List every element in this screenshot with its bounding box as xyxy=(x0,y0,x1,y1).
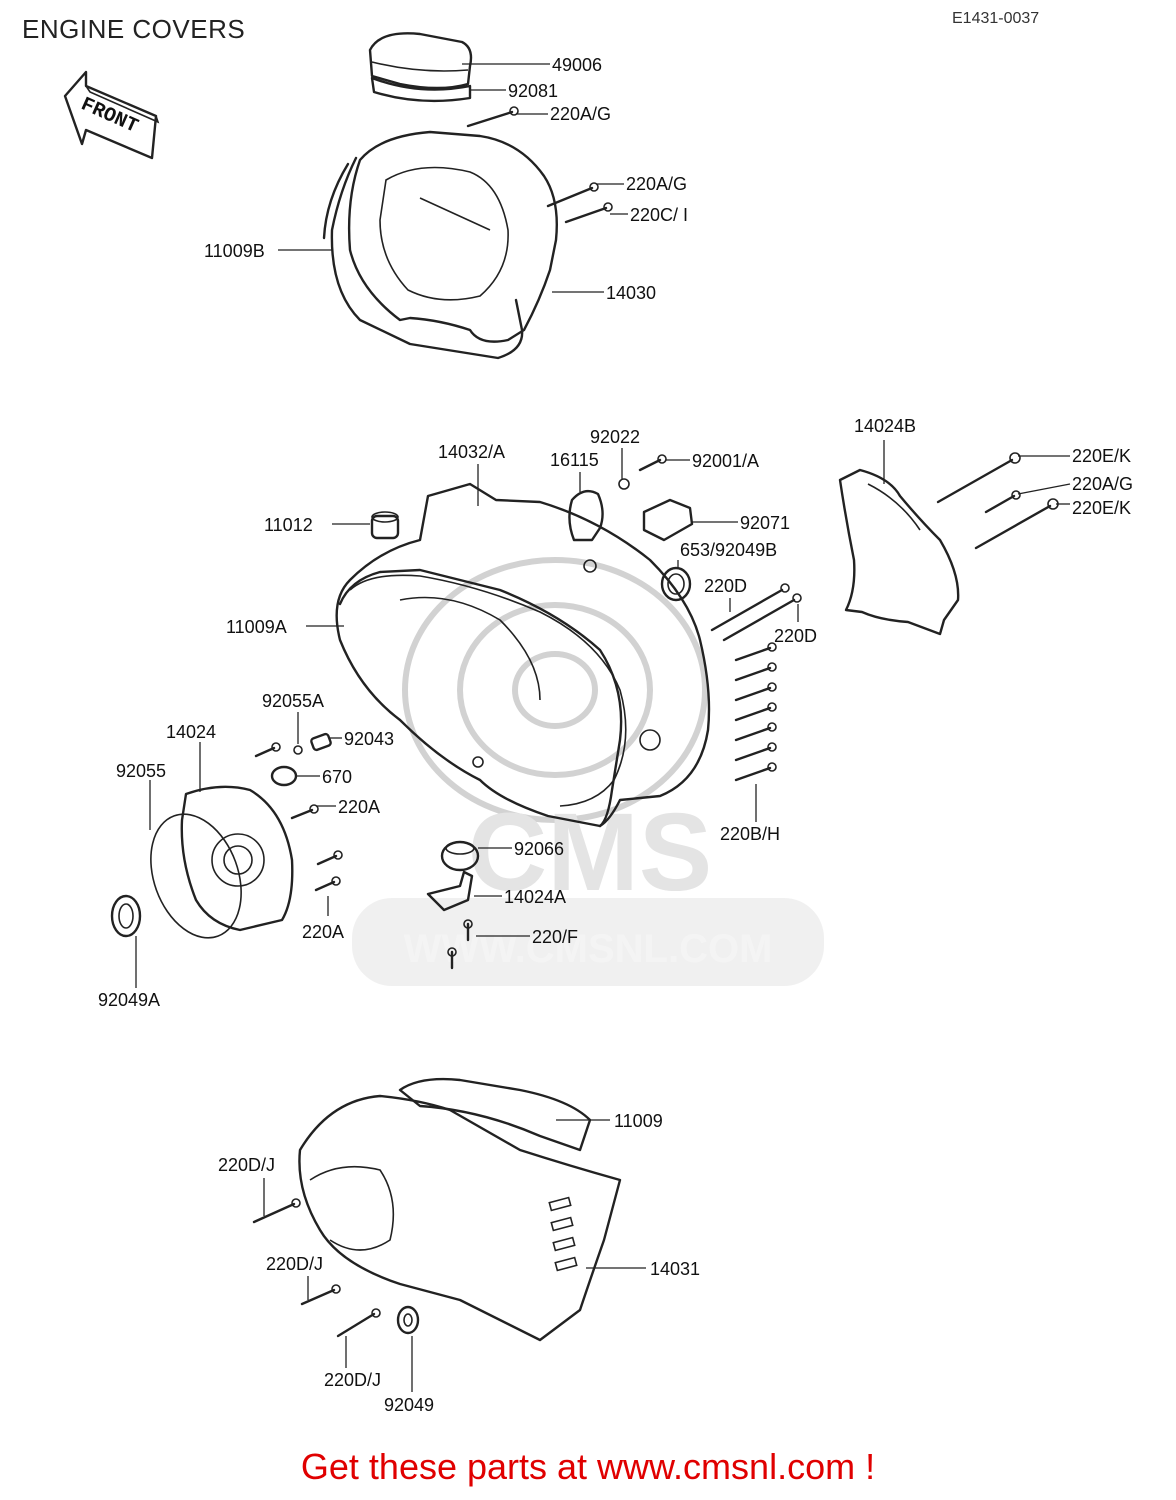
bolts-220B-H xyxy=(734,642,777,782)
front-arrow-icon: FRONT xyxy=(63,70,160,160)
inspection-cap-49006 xyxy=(368,32,473,103)
part-label: 220A xyxy=(302,922,344,942)
leader-lines xyxy=(135,63,1071,1392)
part-label: 92022 xyxy=(590,427,640,447)
part-label: 220D xyxy=(704,576,747,596)
part-label: 16115 xyxy=(550,450,599,470)
gasket-11009A xyxy=(338,568,623,828)
part-label: 220A/G xyxy=(550,104,611,124)
part-label: 220A/G xyxy=(1072,474,1133,494)
part-label: 49006 xyxy=(552,55,602,75)
o-ring-670 xyxy=(270,765,298,787)
part-label: 220E/K xyxy=(1072,446,1131,466)
part-label: 11009B xyxy=(204,241,265,261)
part-label: 11009 xyxy=(614,1111,663,1131)
screw-92001-A xyxy=(638,454,667,472)
chain-cover-14024B xyxy=(838,468,960,636)
bolt-220D-b xyxy=(722,593,802,642)
part-label: 220B/H xyxy=(720,824,780,844)
oil-seal-92049A xyxy=(110,894,142,938)
o-ring-92055 xyxy=(150,813,242,939)
plug-92043 xyxy=(310,732,332,752)
bolt-220D-J-b xyxy=(300,1284,341,1306)
part-label: 92055A xyxy=(262,691,324,711)
bolt-220D-a xyxy=(710,583,790,632)
gasket-11009 xyxy=(398,1077,592,1152)
part-label: 11009A xyxy=(226,617,287,637)
screws-220-F xyxy=(447,919,473,970)
part-label: 92049 xyxy=(384,1395,434,1415)
watermark: CMS WWW.CMSNL.COM xyxy=(352,557,824,986)
footer-cta-link[interactable]: Get these parts at www.cmsnl.com ! xyxy=(300,1446,876,1487)
part-label: 670 xyxy=(322,767,352,787)
bolt-220D-J-c xyxy=(336,1308,381,1338)
part-label: 92055 xyxy=(116,761,166,781)
watermark-logo: CMS xyxy=(468,791,712,914)
diagram-code: E1431-0037 xyxy=(952,10,1040,27)
watermark-url: WWW.CMSNL.COM xyxy=(404,927,773,971)
part-label: 14032/A xyxy=(438,442,505,462)
cover-14024 xyxy=(180,785,294,932)
bolt-220D-J-a xyxy=(252,1198,301,1224)
part-label: 92071 xyxy=(740,513,790,533)
bolt-220C-I xyxy=(564,202,613,224)
cover-14031 xyxy=(298,1094,622,1342)
cap-16115 xyxy=(568,489,604,542)
bolt-220E-K-low xyxy=(974,498,1059,550)
part-label: 14024B xyxy=(854,416,916,436)
part-label: 92081 xyxy=(508,81,558,101)
part-label: 220A xyxy=(338,797,380,817)
part-labels: 49006 92081 220A/G 220A/G 220C/ I 11009B… xyxy=(98,55,1133,1415)
part-label: 92049A xyxy=(98,990,160,1010)
page-title: ENGINE COVERS xyxy=(22,14,246,44)
part-label: 220A/G xyxy=(626,174,687,194)
part-label: 220D/J xyxy=(324,1370,381,1390)
gasket-11009B xyxy=(322,156,524,360)
part-label: 220E/K xyxy=(1072,498,1131,518)
part-label: 14024A xyxy=(504,887,566,907)
cover-14030 xyxy=(347,130,558,343)
oil-seal-92066 xyxy=(440,840,480,872)
bolt-220A-G-top xyxy=(466,106,519,128)
washer-92049 xyxy=(396,1305,420,1335)
part-label: 653/92049B xyxy=(680,540,777,560)
part-label: 14031 xyxy=(650,1259,700,1279)
part-label: 92001/A xyxy=(692,451,759,471)
bracket-14024A xyxy=(426,870,474,912)
bolts-220A-low xyxy=(314,850,343,892)
part-label: 220/F xyxy=(532,927,578,947)
part-label: 220C/ I xyxy=(630,205,688,225)
part-label: 11012 xyxy=(264,515,313,535)
part-label: 92066 xyxy=(514,839,564,859)
bolt-220A-left xyxy=(254,742,281,758)
bolt-220A-G-right xyxy=(984,490,1021,514)
oil-seal-653-92049B xyxy=(660,566,692,602)
bolt-220A-mid xyxy=(290,804,319,820)
part-label: 220D xyxy=(774,626,817,646)
washer-92022 xyxy=(618,478,630,490)
part-label: 92043 xyxy=(344,729,394,749)
part-label: 14030 xyxy=(606,283,656,303)
plug-11012 xyxy=(370,511,400,540)
part-label: 220D/J xyxy=(266,1254,323,1274)
plate-92071 xyxy=(642,498,694,542)
washer-92055A xyxy=(293,745,303,755)
bolt-220E-K-top xyxy=(936,452,1021,504)
part-label: 14024 xyxy=(166,722,216,742)
part-label: 220D/J xyxy=(218,1155,275,1175)
